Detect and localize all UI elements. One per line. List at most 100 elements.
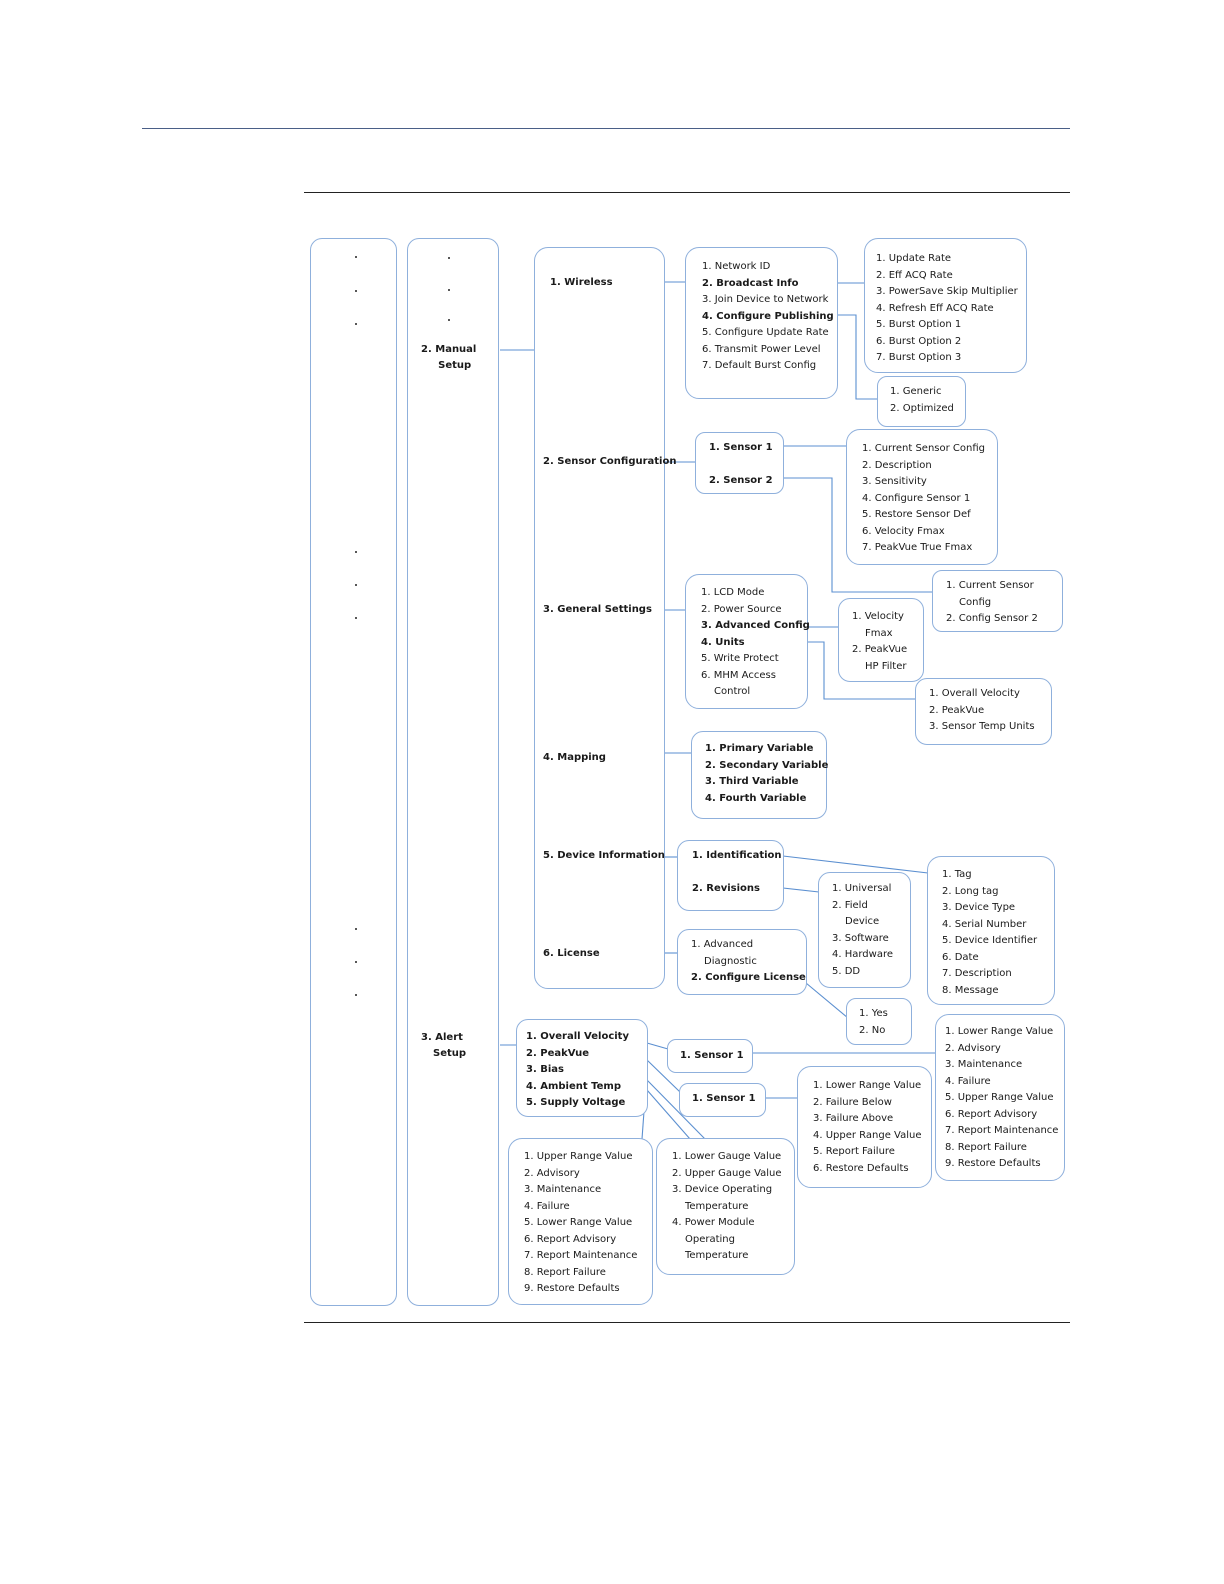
alert-item-peakvue[interactable]: 2. PeakVue	[526, 1047, 590, 1059]
broadcast-item[interactable]: 1. Update Rate	[876, 253, 952, 264]
sensor2-item[interactable]: 1. Current Sensor	[946, 580, 1034, 591]
alert-item-supply-voltage[interactable]: 5. Supply Voltage	[526, 1097, 626, 1108]
bias-item[interactable]: 5. Report Failure	[813, 1146, 895, 1157]
license-item[interactable]: 2. Configure License	[691, 972, 806, 983]
peakvue-alert-item[interactable]: 8. Report Failure	[524, 1266, 606, 1278]
sensor2-item[interactable]: 2. Config Sensor 2	[946, 613, 1038, 624]
alert-range-item[interactable]: 7. Report Maintenance	[945, 1125, 1059, 1136]
advanced-item-cont[interactable]: HP Filter	[865, 660, 907, 672]
units-item[interactable]: 1. Overall Velocity	[929, 688, 1020, 699]
alert-item-overall-velocity[interactable]: 1. Overall Velocity	[526, 1031, 629, 1042]
mapping-item[interactable]: 4. Fourth Variable	[705, 792, 807, 804]
identification-item[interactable]: 6. Date	[942, 951, 979, 963]
peakvue-alert-item[interactable]: 9. Restore Defaults	[524, 1283, 620, 1294]
identification-item[interactable]: 1. Identification	[692, 850, 782, 861]
bias-item[interactable]: 4. Upper Range Value	[813, 1129, 922, 1141]
alert-range-item[interactable]: 8. Report Failure	[945, 1141, 1027, 1153]
no-item[interactable]: 2. No	[859, 1024, 886, 1036]
mapping-item[interactable]: 3. Third Variable	[705, 776, 799, 787]
mapping-item[interactable]: 1. Primary Variable	[705, 743, 814, 754]
peakvue-alert-item[interactable]: 4. Failure	[524, 1200, 570, 1212]
temp-alert-item-cont[interactable]: Temperature	[685, 1200, 749, 1212]
peakvue-alert-item[interactable]: 5. Lower Range Value	[524, 1217, 633, 1228]
identification-item[interactable]: 8. Message	[942, 984, 999, 996]
alert-range-item[interactable]: 1. Lower Range Value	[945, 1026, 1054, 1037]
broadcast-item[interactable]: 5. Burst Option 1	[876, 319, 962, 330]
peakvue-alert-item[interactable]: 1. Upper Range Value	[524, 1151, 633, 1162]
broadcast-item[interactable]: 3. PowerSave Skip Multiplier	[876, 286, 1018, 297]
alert-range-item[interactable]: 6. Report Advisory	[945, 1108, 1038, 1120]
advanced-item[interactable]: 1. Velocity	[852, 611, 904, 622]
general-item[interactable]: 6. MHM Access	[701, 669, 776, 681]
broadcast-item[interactable]: 2. Eff ACQ Rate	[876, 269, 953, 281]
general-item[interactable]: 5. Write Protect	[701, 653, 779, 664]
identification-item[interactable]: 4. Serial Number	[942, 918, 1027, 930]
wireless-item[interactable]: 7. Default Burst Config	[702, 360, 817, 371]
identification-item[interactable]: 2. Long tag	[942, 885, 999, 897]
peakvue-alert-item[interactable]: 3. Maintenance	[524, 1184, 602, 1195]
wireless-item[interactable]: 5. Configure Update Rate	[702, 327, 829, 338]
publishing-item[interactable]: 2. Optimized	[890, 402, 954, 414]
alert-setup-label[interactable]: 3. Alert Setup	[421, 1030, 466, 1061]
revisions-item[interactable]: 1. Universal	[832, 883, 892, 894]
bias-item[interactable]: 1. Lower Range Value	[813, 1080, 922, 1091]
wireless-item[interactable]: 2. Broadcast Info	[702, 277, 799, 289]
advanced-item-cont[interactable]: Fmax	[865, 627, 893, 639]
revisions-item[interactable]: 2. Revisions	[692, 883, 760, 894]
advanced-item[interactable]: 2. PeakVue	[852, 644, 908, 655]
manual-setup-label[interactable]: 2. Manual Setup	[421, 342, 476, 373]
sensor-2-item[interactable]: 2. Sensor 2	[709, 475, 773, 486]
sensor1-item[interactable]: 4. Configure Sensor 1	[862, 492, 971, 504]
alert-sensor-a-item[interactable]: 1. Sensor 1	[680, 1050, 744, 1061]
alert-item-ambient-temp[interactable]: 4. Ambient Temp	[526, 1080, 621, 1092]
license-item-cont[interactable]: Diagnostic	[704, 955, 757, 967]
sensor1-item[interactable]: 2. Description	[862, 459, 932, 471]
sensor1-item[interactable]: 5. Restore Sensor Def	[862, 509, 971, 520]
alert-range-item[interactable]: 3. Maintenance	[945, 1059, 1023, 1070]
sensor-1-item[interactable]: 1. Sensor 1	[709, 442, 773, 453]
mapping-item[interactable]: 2. Secondary Variable	[705, 759, 829, 771]
sensor1-item[interactable]: 6. Velocity Fmax	[862, 525, 945, 537]
identification-item[interactable]: 1. Tag	[942, 869, 972, 880]
alert-sensor-b-item[interactable]: 1. Sensor 1	[692, 1093, 756, 1104]
yes-item[interactable]: 1. Yes	[859, 1008, 888, 1019]
temp-alert-item-cont[interactable]: Operating	[685, 1233, 735, 1245]
revisions-item[interactable]: 3. Software	[832, 932, 889, 944]
units-item[interactable]: 2. PeakVue	[929, 704, 985, 716]
menu-device-information[interactable]: 5. Device Information	[543, 850, 665, 861]
alert-item-bias[interactable]: 3. Bias	[526, 1064, 564, 1075]
sensor1-item[interactable]: 3. Sensitivity	[862, 476, 927, 487]
identification-item[interactable]: 7. Description	[942, 968, 1012, 979]
menu-general-settings[interactable]: 3. General Settings	[543, 604, 652, 615]
general-item[interactable]: 1. LCD Mode	[701, 587, 765, 598]
general-item[interactable]: 4. Units	[701, 636, 745, 648]
publishing-item[interactable]: 1. Generic	[890, 386, 942, 397]
sensor2-item-cont[interactable]: Config	[959, 596, 992, 608]
revisions-item-cont[interactable]: Device	[845, 916, 880, 927]
wireless-item[interactable]: 6. Transmit Power Level	[702, 343, 821, 355]
units-item[interactable]: 3. Sensor Temp Units	[929, 721, 1035, 732]
general-item[interactable]: 2. Power Source	[701, 603, 782, 615]
menu-mapping[interactable]: 4. Mapping	[543, 752, 606, 763]
menu-wireless[interactable]: 1. Wireless	[550, 277, 613, 288]
revisions-item[interactable]: 2. Field	[832, 899, 868, 911]
wireless-item[interactable]: 3. Join Device to Network	[702, 294, 829, 305]
broadcast-item[interactable]: 4. Refresh Eff ACQ Rate	[876, 302, 994, 314]
temp-alert-item-cont[interactable]: Temperature	[685, 1250, 749, 1261]
temp-alert-item[interactable]: 3. Device Operating	[672, 1184, 773, 1195]
general-item-cont[interactable]: Control	[714, 686, 751, 697]
alert-range-item[interactable]: 9. Restore Defaults	[945, 1158, 1041, 1169]
alert-range-item[interactable]: 5. Upper Range Value	[945, 1092, 1054, 1103]
general-item[interactable]: 3. Advanced Config	[701, 620, 810, 631]
sensor1-item[interactable]: 7. PeakVue True Fmax	[862, 542, 973, 553]
temp-alert-item[interactable]: 2. Upper Gauge Value	[672, 1167, 782, 1179]
temp-alert-item[interactable]: 1. Lower Gauge Value	[672, 1151, 782, 1162]
alert-range-item[interactable]: 4. Failure	[945, 1075, 991, 1087]
sensor1-item[interactable]: 1. Current Sensor Config	[862, 443, 985, 454]
wireless-item[interactable]: 1. Network ID	[702, 261, 771, 272]
temp-alert-item[interactable]: 4. Power Module	[672, 1217, 755, 1228]
identification-item[interactable]: 3. Device Type	[942, 902, 1016, 913]
broadcast-item[interactable]: 7. Burst Option 3	[876, 352, 962, 363]
peakvue-alert-item[interactable]: 2. Advisory	[524, 1167, 580, 1179]
revisions-item[interactable]: 4. Hardware	[832, 949, 894, 960]
